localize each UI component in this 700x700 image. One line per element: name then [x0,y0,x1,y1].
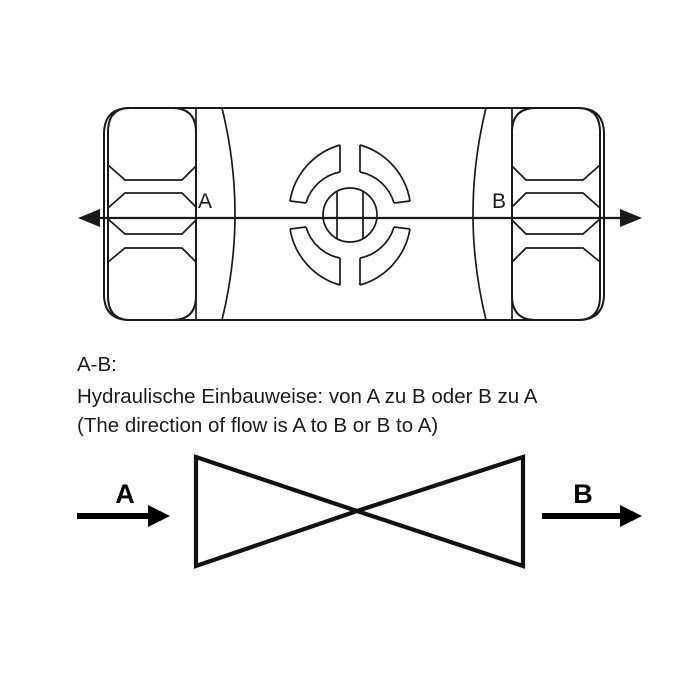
arrow-right-icon [620,209,642,227]
hex-nut-right [511,107,601,321]
rosette-middle-arc-tr [359,171,395,204]
symbol-triangle-right [350,454,526,569]
caption-block: A-B: Hydraulische Einbauweise: von A zu … [77,353,538,437]
hex-nut-right-band-upper2 [511,192,601,209]
rosette-rib-right-upper [393,200,411,204]
valve-body-outline [103,107,605,321]
rosette-outer-arc-br [359,228,411,286]
valve-sectional-drawing: A B [78,107,642,321]
rosette-rib-left-lower [289,226,307,230]
butterfly-valve-symbol: A B [77,454,642,569]
hex-nut-right-outline [511,107,601,321]
rosette-middle-arc-tl [305,171,341,204]
caption-line-1: A-B: [77,353,117,376]
body-transition-arc-left [221,107,236,321]
symbol-triangle-left [193,454,364,569]
rosette-outer-arc-tr [359,144,411,202]
hex-nut-left-band-upper [107,164,197,181]
hex-nut-right-band-lower [511,247,601,263]
flow-arrow-outlet-head-icon [620,505,642,527]
center-axis-line [78,209,642,227]
hex-nut-left-band-lower [107,247,197,263]
flow-label-outlet: B [573,479,593,509]
port-label-right: B [492,190,506,213]
hex-nut-left [107,107,197,321]
body-transition-arc-right [472,107,487,321]
caption-line-2: Hydraulische Einbauweise: von A zu B ode… [77,385,538,408]
arrow-left-icon [78,209,100,227]
flow-arrow-outlet [542,505,642,527]
rosette-hub-circle [322,187,378,243]
port-label-left: A [198,190,212,213]
flow-arrow-inlet [77,505,170,527]
hex-nut-left-band-lower2 [107,218,197,235]
rosette-rib-left-upper [289,200,307,204]
rosette-outer-arc-bl [289,228,341,286]
rosette-middle-arc-br [359,226,395,259]
hex-nut-right-band-upper [511,164,601,181]
hex-nut-left-band-upper2 [107,192,197,209]
flow-label-inlet: A [115,479,135,509]
caption-line-3: (The direction of flow is A to B or B to… [77,414,438,437]
center-rosette [289,144,411,286]
rosette-outer-arc-tl [289,144,341,202]
rosette-middle-arc-bl [305,226,341,259]
rosette-rib-right-lower [393,226,411,230]
hex-nut-left-outline [107,107,197,321]
hex-nut-right-band-lower2 [511,218,601,235]
flow-arrow-inlet-head-icon [148,505,170,527]
